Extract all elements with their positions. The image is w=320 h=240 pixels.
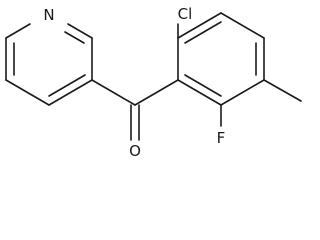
bond-c6-n-inner — [64, 31, 85, 44]
bond-methyl — [263, 79, 302, 102]
atom-label-chlorine: Cl — [178, 5, 193, 23]
atom-label-nitrogen: N — [43, 6, 54, 24]
bond-c6-n — [67, 23, 93, 39]
bond-n-c2 — [5, 23, 31, 39]
bond-c4-c5-inner — [48, 74, 86, 97]
benzene-ring — [177, 12, 265, 106]
bond-pyridine-carbonyl — [91, 79, 136, 106]
bond-b6-b1 — [177, 79, 222, 106]
bond-c4-c5 — [48, 79, 93, 106]
bond-b3-b4 — [220, 12, 265, 39]
bond-c3-c4 — [5, 79, 50, 106]
atom-label-oxygen: O — [129, 142, 141, 160]
bond-b5-b6 — [220, 79, 265, 106]
chemical-structure: N Cl O F — [5, 5, 302, 160]
bond-b6-b1-inner — [184, 74, 222, 97]
carbonyl-group — [91, 79, 179, 141]
pyridine-ring — [5, 23, 93, 106]
atom-label-fluorine: F — [217, 129, 226, 147]
bond-b2-b3-inner — [184, 21, 222, 44]
bond-carbonyl-benzene — [134, 79, 179, 106]
bond-b2-b3 — [177, 12, 222, 39]
